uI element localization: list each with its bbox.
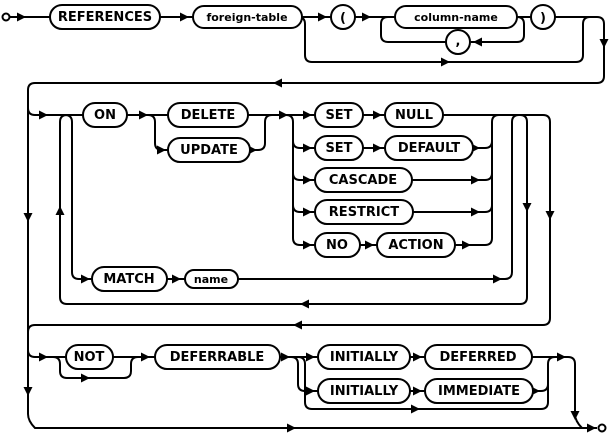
node-not: NOT: [65, 344, 114, 370]
svg-text:SET: SET: [325, 141, 352, 156]
svg-text:NO: NO: [326, 238, 348, 253]
svg-text:,: ,: [456, 34, 461, 49]
node-cascade: CASCADE: [314, 167, 413, 193]
svg-text:INITIALLY: INITIALLY: [330, 350, 399, 365]
node-immediate: IMMEDIATE: [424, 378, 534, 404]
node-close-paren: ): [530, 4, 556, 30]
svg-text:): ): [540, 11, 546, 26]
node-comma: ,: [445, 29, 471, 55]
svg-text:NULL: NULL: [395, 108, 433, 123]
node-deferred: DEFERRED: [424, 344, 533, 370]
node-null: NULL: [384, 102, 444, 128]
svg-text:RESTRICT: RESTRICT: [329, 205, 400, 220]
svg-text:IMMEDIATE: IMMEDIATE: [438, 384, 520, 399]
svg-text:ON: ON: [94, 108, 116, 123]
node-foreign-table: foreign-table: [192, 5, 303, 29]
svg-text:MATCH: MATCH: [103, 272, 154, 287]
svg-text:DEFERRED: DEFERRED: [439, 350, 516, 365]
node-delete: DELETE: [167, 102, 249, 128]
svg-text:SET: SET: [325, 108, 352, 123]
svg-text:foreign-table: foreign-table: [206, 11, 287, 24]
svg-text:DEFAULT: DEFAULT: [398, 141, 460, 156]
svg-text:name: name: [194, 273, 228, 286]
svg-text:NOT: NOT: [74, 350, 105, 365]
node-default: DEFAULT: [384, 135, 474, 161]
arrowheads: [17, 12, 609, 433]
node-set-default-set: SET: [314, 135, 364, 161]
svg-text:DEFERRABLE: DEFERRABLE: [170, 350, 265, 365]
node-deferrable: DEFERRABLE: [154, 344, 281, 370]
node-name: name: [184, 269, 239, 289]
node-initially-deferred-initially: INITIALLY: [317, 344, 411, 370]
svg-text:REFERENCES: REFERENCES: [58, 10, 152, 25]
node-no: NO: [314, 232, 361, 258]
node-open-paren: (: [330, 4, 356, 30]
node-restrict: RESTRICT: [314, 199, 414, 225]
svg-text:CASCADE: CASCADE: [329, 173, 397, 188]
end-terminal-icon: [597, 423, 607, 433]
svg-text:ACTION: ACTION: [388, 238, 443, 253]
node-references: REFERENCES: [49, 4, 161, 30]
node-initially-immediate-initially: INITIALLY: [317, 378, 411, 404]
node-update: UPDATE: [167, 137, 251, 163]
node-column-name: column-name: [394, 5, 518, 29]
svg-text:DELETE: DELETE: [181, 108, 236, 123]
svg-text:INITIALLY: INITIALLY: [330, 384, 399, 399]
node-set-null-set: SET: [314, 102, 364, 128]
svg-text:(: (: [340, 11, 346, 26]
node-on: ON: [82, 102, 128, 128]
node-action: ACTION: [376, 232, 456, 258]
node-match: MATCH: [91, 266, 168, 292]
start-terminal-icon: [1, 12, 11, 22]
svg-text:column-name: column-name: [414, 11, 498, 24]
svg-text:UPDATE: UPDATE: [180, 143, 238, 158]
